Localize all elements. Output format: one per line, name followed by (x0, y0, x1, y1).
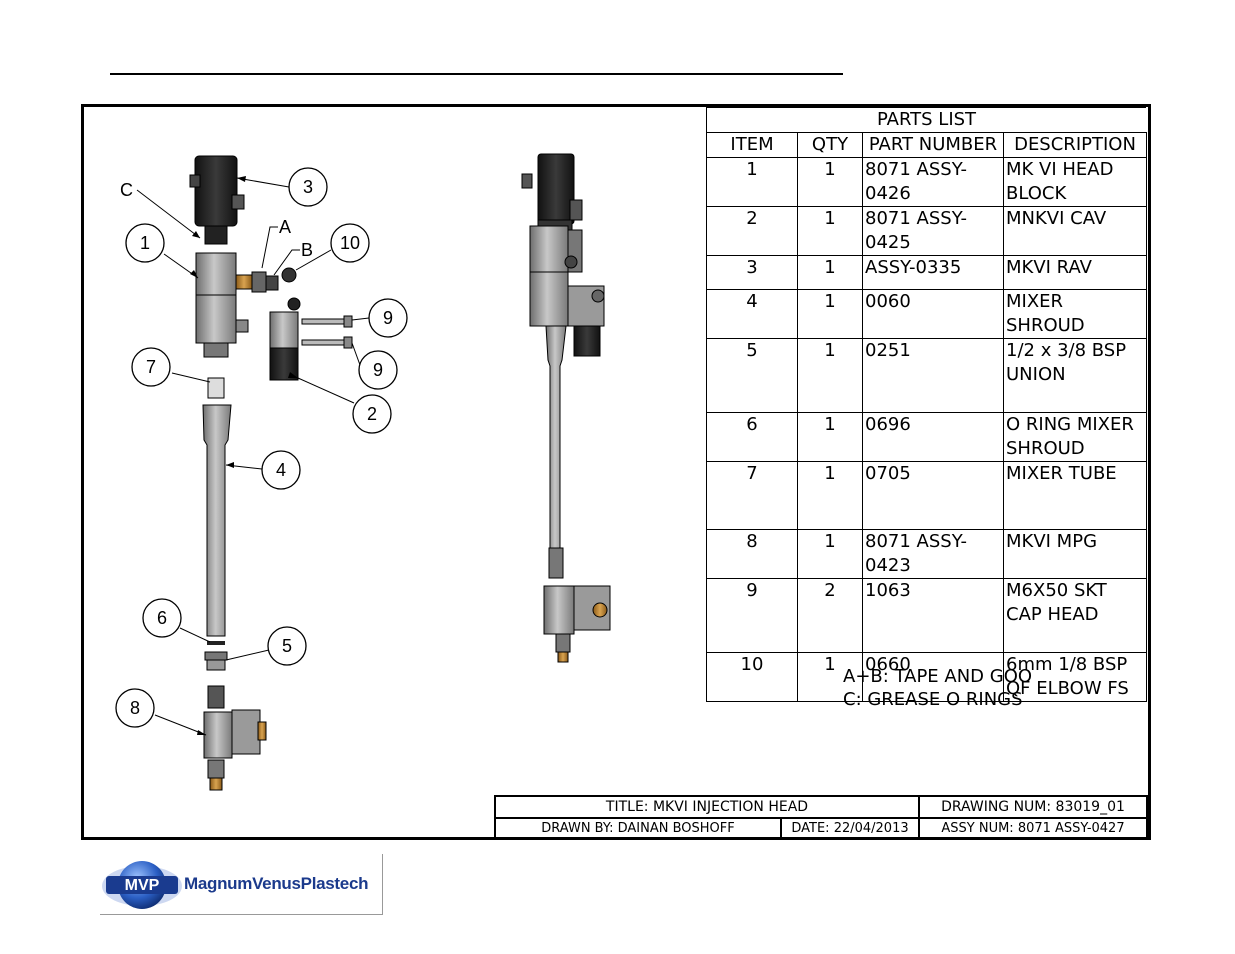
cell-part: 8071 ASSY-0426 (862, 157, 1004, 207)
col-header-part-number: PART NUMBER (862, 132, 1004, 158)
drawing-notes: A+B: TAPE AND GOO C: GREASE O RINGS (843, 665, 1032, 711)
cell-part: 0696 (862, 412, 1004, 462)
balloon-2: 2 (367, 404, 377, 424)
desc-line: CAP HEAD (1006, 604, 1099, 625)
callout-b: B (301, 240, 313, 260)
cell-qty: 1 (797, 206, 863, 256)
cell-part: 8071 ASSY-0425 (862, 206, 1004, 256)
col-header-description: DESCRIPTION (1003, 132, 1147, 158)
cell-qty: 1 (797, 529, 863, 579)
balloon-10: 10 (340, 233, 360, 253)
table-row: 9 2 1063 M6X50 SKT CAP HEAD (706, 578, 1147, 653)
cell-desc: 1/2 x 3/8 BSP UNION (1003, 338, 1147, 413)
logo-badge-text: MVP (125, 877, 160, 894)
cell-qty: 1 (797, 255, 863, 290)
exploded-view: 1 2 3 4 5 6 7 8 9 9 10 A B C (115, 155, 408, 791)
cell-qty: 1 (797, 461, 863, 530)
balloon-5: 5 (282, 636, 292, 656)
header-rule (110, 73, 843, 75)
title-block-date: DATE: 22/04/2013 (782, 819, 920, 839)
cell-desc: M6X50 SKT CAP HEAD (1003, 578, 1147, 653)
cell-qty: 1 (797, 289, 863, 339)
balloon-9b: 9 (373, 360, 383, 380)
parts-list-title: PARTS LIST (706, 107, 1147, 133)
cell-qty: 1 (797, 412, 863, 462)
mvp-globe-icon: MVP (102, 861, 182, 909)
title-block-drawing-num: DRAWING NUM: 83019_01 (920, 797, 1148, 819)
cell-desc: O RING MIXER SHROUD (1003, 412, 1147, 462)
cell-item: 5 (706, 338, 798, 413)
table-row: 3 1 ASSY-0335 MKVI RAV (706, 255, 1147, 290)
cell-part: 0251 (862, 338, 1004, 413)
cell-part: 0660 (862, 652, 1004, 702)
cell-desc: MIXER TUBE (1003, 461, 1147, 530)
desc-line: UNION (1006, 364, 1066, 385)
desc-line: 1/2 x 3/8 BSP (1006, 340, 1127, 361)
balloon-1: 1 (140, 233, 150, 253)
cell-item: 7 (706, 461, 798, 530)
cell-part: 0705 (862, 461, 1004, 530)
cell-item: 1 (706, 157, 798, 207)
cell-part: 0060 (862, 289, 1004, 339)
table-row: 1 1 8071 ASSY-0426 MK VI HEAD BLOCK (706, 157, 1147, 207)
balloon-7: 7 (146, 357, 156, 377)
table-row: 2 1 8071 ASSY-0425 MNKVI CAV (706, 206, 1147, 256)
cell-item: 4 (706, 289, 798, 339)
cell-desc: MNKVI CAV (1003, 206, 1147, 256)
desc-line: M6X50 SKT (1006, 580, 1107, 601)
desc-line: SHROUD (1006, 438, 1085, 459)
table-row: 10 1 0660 6mm 1/8 BSP QF ELBOW FS (706, 652, 1147, 702)
cell-desc: MKVI MPG (1003, 529, 1147, 579)
cell-item: 9 (706, 578, 798, 653)
balloon-6: 6 (157, 608, 167, 628)
balloon-8: 8 (130, 698, 140, 718)
title-block-assy-num: ASSY NUM: 8071 ASSY-0427 (920, 819, 1148, 839)
title-block-title: TITLE: MKVI INJECTION HEAD (496, 797, 920, 819)
balloon-3: 3 (303, 177, 313, 197)
cell-part: 1063 (862, 578, 1004, 653)
cell-item: 6 (706, 412, 798, 462)
table-row: 8 1 8071 ASSY-0423 MKVI MPG (706, 529, 1147, 579)
company-logo: MVP MagnumVenusPlastech (100, 854, 383, 915)
cell-item: 8 (706, 529, 798, 579)
callout-a: A (279, 217, 291, 237)
table-row: 4 1 0060 MIXER SHROUD (706, 289, 1147, 339)
title-block-drawn-by: DRAWN BY: DAINAN BOSHOFF (496, 819, 782, 839)
cell-qty: 1 (797, 338, 863, 413)
callout-c: C (120, 180, 133, 200)
cell-part: ASSY-0335 (862, 255, 1004, 290)
cell-desc: 6mm 1/8 BSP QF ELBOW FS (1003, 652, 1147, 702)
assembled-view (521, 153, 611, 663)
table-row: 6 1 0696 O RING MIXER SHROUD (706, 412, 1147, 462)
balloon-9a: 9 (383, 308, 393, 328)
logo-company-name: MagnumVenusPlastech (184, 874, 369, 893)
cell-item: 10 (706, 652, 798, 702)
cell-item: 3 (706, 255, 798, 290)
col-header-qty: QTY (797, 132, 863, 158)
desc-line: QF ELBOW FS (1006, 678, 1129, 699)
cell-desc: MK VI HEAD BLOCK (1003, 157, 1147, 207)
cell-qty: 1 (797, 157, 863, 207)
cell-part: 8071 ASSY-0423 (862, 529, 1004, 579)
desc-line: MK VI HEAD (1006, 159, 1114, 180)
note-tape-goo: A+B: TAPE AND GOO (843, 666, 1033, 687)
cell-desc: MKVI RAV (1003, 255, 1147, 290)
col-header-item: ITEM (706, 132, 798, 158)
table-row: 7 1 0705 MIXER TUBE (706, 461, 1147, 530)
cell-qty: 2 (797, 578, 863, 653)
balloon-4: 4 (276, 460, 286, 480)
cell-item: 2 (706, 206, 798, 256)
title-block: TITLE: MKVI INJECTION HEAD DRAWING NUM: … (494, 795, 1148, 839)
parts-list-table: PARTS LIST ITEM QTY PART NUMBER DESCRIPT… (706, 107, 1147, 702)
table-row: 5 1 0251 1/2 x 3/8 BSP UNION (706, 338, 1147, 413)
desc-line: O RING MIXER (1006, 414, 1134, 435)
cell-desc: MIXER SHROUD (1003, 289, 1147, 339)
cell-qty: 1 (797, 652, 863, 702)
desc-line: BLOCK (1006, 183, 1067, 204)
note-grease: C: GREASE O RINGS (843, 689, 1023, 710)
desc-line: 6mm 1/8 BSP (1006, 654, 1128, 675)
